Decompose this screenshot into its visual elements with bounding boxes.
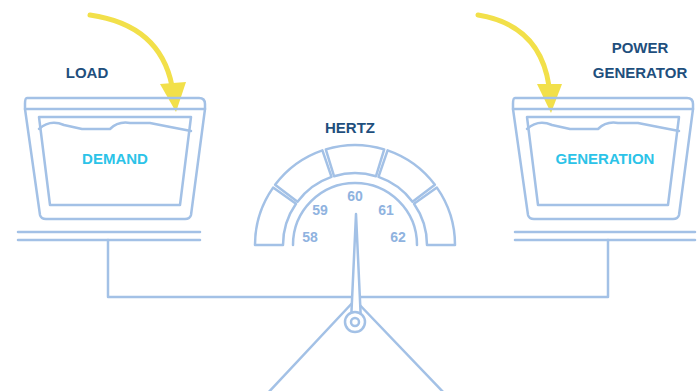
bucket-node: POWER GENERATORGENERATION [508,35,693,230]
generation-label: GENERATION [535,146,675,171]
bucket-line [25,108,205,111]
gauge-segment [414,188,455,245]
bucket-line [513,108,693,111]
gauge-needle [351,214,361,322]
bucket-line [39,123,191,131]
bucket-outline [20,35,210,230]
bucket-line [527,123,679,131]
gauge-segment [326,145,384,176]
load-heading: LOAD [47,60,127,85]
bucket-line [513,98,693,219]
gauge-number: 61 [378,202,394,218]
gauge-segment [275,150,331,201]
bucket-line [527,117,679,205]
fulcrum-triangle [266,300,446,391]
gauge-number: 58 [302,229,318,245]
demand-label: DEMAND [45,146,185,171]
platform-line [515,239,695,242]
pour-arrow [478,15,549,86]
gauge-title: HERTZ [325,119,375,136]
bucket-node: LOAD DEMAND [20,35,210,230]
gauge-number: 59 [312,202,328,218]
platform-line [18,231,200,234]
pivot-pin [351,318,359,326]
gauge-number: 62 [390,229,406,245]
generator-heading: POWER GENERATOR [580,35,700,85]
gauge-number: 60 [347,188,363,204]
pivot-circle [345,312,365,332]
bucket-line [25,98,205,219]
platform-line [515,231,695,234]
bucket-line [39,117,191,205]
